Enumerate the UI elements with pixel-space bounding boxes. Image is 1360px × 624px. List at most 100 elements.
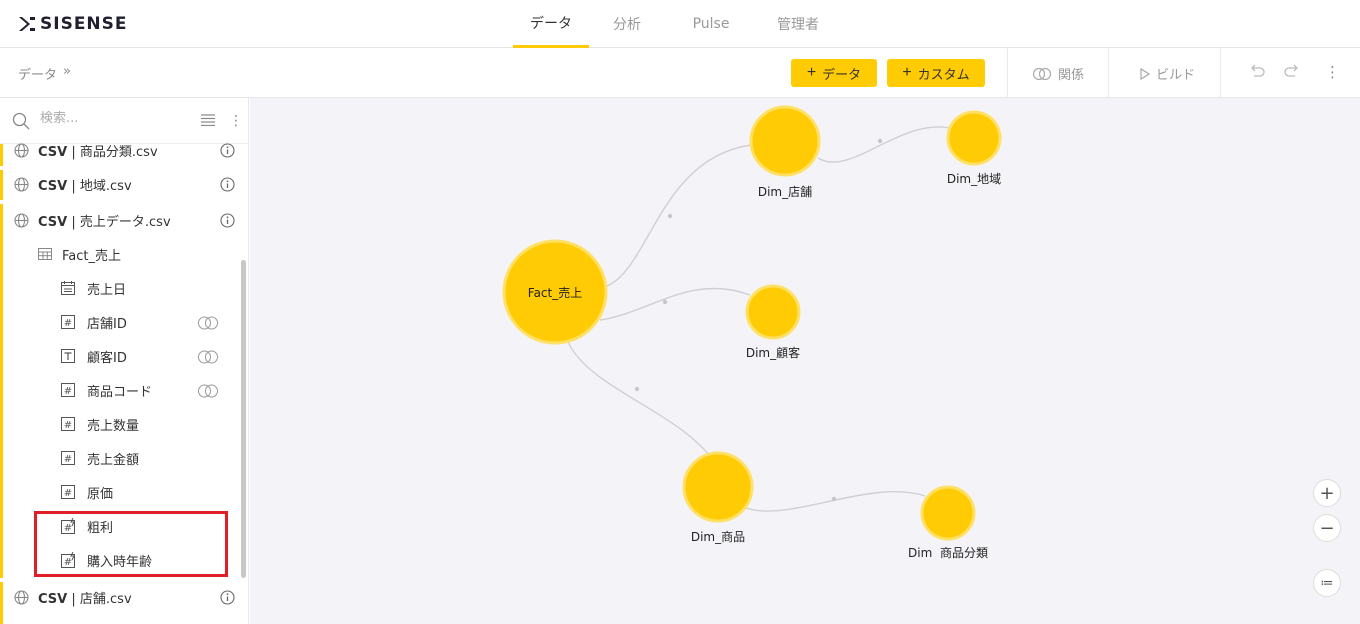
add-data-button[interactable]: + データ: [791, 59, 877, 87]
svg-text:#: #: [64, 420, 72, 431]
source-accent: [0, 144, 3, 166]
sidebar-item-field-product-code[interactable]: # 商品コード: [0, 373, 240, 407]
undo-icon[interactable]: [1249, 63, 1265, 81]
edge-dot: [831, 496, 837, 502]
search-input[interactable]: [40, 111, 180, 126]
edge-dot: [634, 386, 640, 392]
zoom-out-button[interactable]: −: [1313, 514, 1341, 542]
list-view-icon[interactable]: [201, 114, 215, 126]
more-menu-icon[interactable]: ⋮: [1325, 63, 1340, 81]
schema-graph: Fact_売上 Dim_店舗 Dim_地域 Dim_顧客 Dim_商品 Dim …: [502, 105, 1002, 560]
build-label: ビルド: [1156, 68, 1196, 83]
sidebar-item-field-quantity[interactable]: # 売上数量: [0, 407, 240, 441]
globe-icon: [14, 177, 29, 192]
sidebar-item-field-age[interactable]: # 購入時年齢: [0, 543, 240, 577]
schema-canvas[interactable]: Fact_売上 Dim_店舗 Dim_地域 Dim_顧客 Dim_商品 Dim …: [250, 98, 1360, 624]
redo-icon[interactable]: [1284, 63, 1300, 81]
plus-icon: +: [902, 64, 912, 81]
sidebar-item-field-customer-id[interactable]: 顧客ID: [0, 339, 240, 373]
node-region[interactable]: Dim_地域: [946, 110, 1002, 186]
main-tabs: データ 分析 Pulse 管理者: [500, 0, 837, 48]
sisense-logo[interactable]: SISENSE: [18, 14, 128, 34]
node-label: Dim 商品分類: [908, 545, 988, 560]
source-accent: [0, 204, 3, 578]
node-label: Fact_売上: [528, 285, 582, 300]
highlight-box: [34, 511, 228, 577]
sidebar-item-csv-category[interactable]: CSV | 商品分類.csv: [0, 133, 240, 167]
field-label: 売上数量: [87, 418, 140, 434]
tab-analytics[interactable]: 分析: [613, 17, 641, 33]
add-custom-button[interactable]: + カスタム: [887, 59, 985, 87]
edge-product-category: [745, 491, 926, 512]
number-icon: #: [61, 451, 75, 465]
node-category[interactable]: Dim 商品分類: [908, 485, 988, 560]
tab-pulse[interactable]: Pulse: [692, 16, 730, 32]
svg-text:#: #: [64, 386, 72, 397]
edge-dot: [662, 299, 668, 305]
breadcrumb-data[interactable]: データ: [18, 68, 58, 83]
csv-label: CSV | 商品分類.csv: [38, 144, 158, 160]
sidebar-item-csv-store[interactable]: CSV | 店舗.csv: [0, 580, 240, 614]
csv-label: CSV | 店舗.csv: [38, 591, 132, 607]
sidebar-item-field-store-id[interactable]: # 店舗ID: [0, 305, 240, 339]
edge-store-region: [817, 126, 951, 163]
layout-menu-button[interactable]: ≔: [1313, 569, 1341, 597]
sidebar-more-icon[interactable]: ⋮: [229, 113, 243, 129]
field-label: 商品コード: [87, 384, 153, 400]
globe-icon: [14, 213, 29, 228]
relation-icon[interactable]: [197, 350, 219, 364]
svg-text:#: #: [64, 488, 72, 499]
zoom-in-button[interactable]: +: [1313, 479, 1341, 507]
relations-button[interactable]: 関係: [1032, 64, 1084, 83]
tab-admin[interactable]: 管理者: [777, 17, 819, 33]
edge-fact-store: [606, 144, 752, 287]
info-icon[interactable]: [220, 143, 235, 158]
globe-icon: [14, 143, 29, 158]
number-icon: #: [61, 417, 75, 431]
toolbar: データ » + データ + カスタム 関係 ビルド: [0, 48, 1360, 98]
build-button[interactable]: ビルド: [1140, 64, 1195, 83]
info-icon[interactable]: [220, 590, 235, 605]
relation-icon[interactable]: [197, 384, 219, 398]
sidebar-scrollbar[interactable]: [241, 260, 246, 578]
add-custom-label: カスタム: [917, 66, 970, 82]
svg-text:#: #: [64, 557, 72, 568]
info-icon[interactable]: [220, 213, 235, 228]
sidebar-item-field-amount[interactable]: # 売上金額: [0, 441, 240, 475]
play-icon: [1140, 67, 1150, 80]
add-data-label: データ: [822, 66, 862, 82]
node-fact[interactable]: Fact_売上: [502, 239, 608, 345]
edge-fact-customer: [599, 287, 751, 321]
node-product[interactable]: Dim_商品: [682, 451, 754, 544]
field-label: 原価: [87, 486, 114, 502]
number-icon: #: [61, 485, 75, 499]
search-row: ⋮: [0, 98, 248, 144]
sisense-logo-icon: [19, 17, 35, 31]
info-icon[interactable]: [220, 177, 235, 192]
svg-text:#: #: [64, 523, 72, 534]
sidebar-item-field-date[interactable]: 売上日: [0, 271, 240, 305]
field-label: 顧客ID: [87, 350, 127, 366]
field-label: 売上日: [87, 282, 127, 298]
tab-data[interactable]: データ: [513, 0, 589, 48]
plus-icon: +: [806, 64, 817, 81]
svg-text:#: #: [64, 318, 72, 329]
field-label: 店舗ID: [87, 316, 127, 332]
node-store[interactable]: Dim_店舗: [749, 105, 821, 199]
node-label: Dim_地域: [947, 172, 1001, 186]
relations-icon: [1032, 67, 1052, 80]
sidebar-item-field-gross-profit[interactable]: # 粗利: [0, 509, 240, 543]
sidebar-item-table-fact[interactable]: Fact_売上: [0, 237, 240, 271]
table-label: Fact_売上: [62, 248, 121, 264]
node-customer[interactable]: Dim_顧客: [745, 284, 801, 360]
relation-icon[interactable]: [197, 316, 219, 330]
toolbar-divider: [1220, 48, 1221, 98]
data-tree: CSV | 商品分類.csv CSV | 地域.csv: [0, 143, 248, 624]
sidebar-item-csv-region[interactable]: CSV | 地域.csv: [0, 167, 240, 201]
top-nav: SISENSE データ 分析 Pulse 管理者: [0, 0, 1360, 48]
sidebar-item-field-cost[interactable]: # 原価: [0, 475, 240, 509]
custom-field-icon: #: [61, 552, 75, 568]
search-icon: [12, 112, 30, 130]
sidebar-item-csv-sales[interactable]: CSV | 売上データ.csv: [0, 203, 240, 237]
